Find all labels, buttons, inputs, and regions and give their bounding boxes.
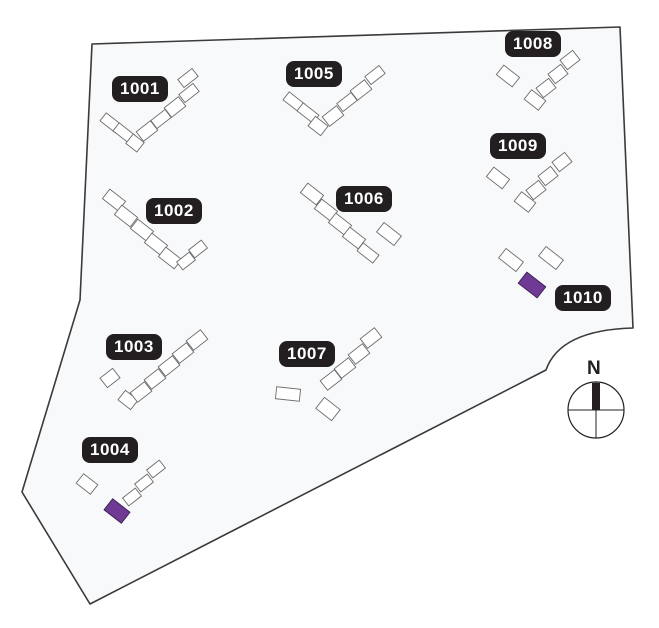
- block-1003-buildings: [99, 329, 209, 411]
- block-1002-buildings: [101, 188, 209, 271]
- block-label-1002[interactable]: 1002: [146, 198, 202, 224]
- block-label-1008[interactable]: 1008: [505, 31, 561, 57]
- block-label-1007[interactable]: 1007: [279, 341, 335, 367]
- block-label-1009[interactable]: 1009: [490, 133, 546, 159]
- north-arrow-icon: [567, 381, 625, 439]
- block-1009-buildings: [485, 151, 573, 213]
- block-1008-buildings: [495, 49, 581, 111]
- block-1006-buildings: [299, 182, 402, 264]
- block-1007-buildings: [274, 327, 383, 422]
- block-1010-buildings: [498, 245, 564, 299]
- block-1005-buildings: [282, 64, 386, 137]
- block-1001-buildings: [99, 67, 200, 153]
- block-label-1010[interactable]: 1010: [555, 285, 611, 311]
- block-label-1001[interactable]: 1001: [112, 76, 168, 102]
- block-label-1006[interactable]: 1006: [336, 186, 392, 212]
- block-label-1004[interactable]: 1004: [82, 437, 138, 463]
- block-label-1003[interactable]: 1003: [106, 334, 162, 360]
- compass-north-label: N: [587, 358, 601, 379]
- block-label-1005[interactable]: 1005: [286, 61, 342, 87]
- site-boundary: [21, 26, 634, 605]
- block-1004-buildings: [75, 459, 167, 524]
